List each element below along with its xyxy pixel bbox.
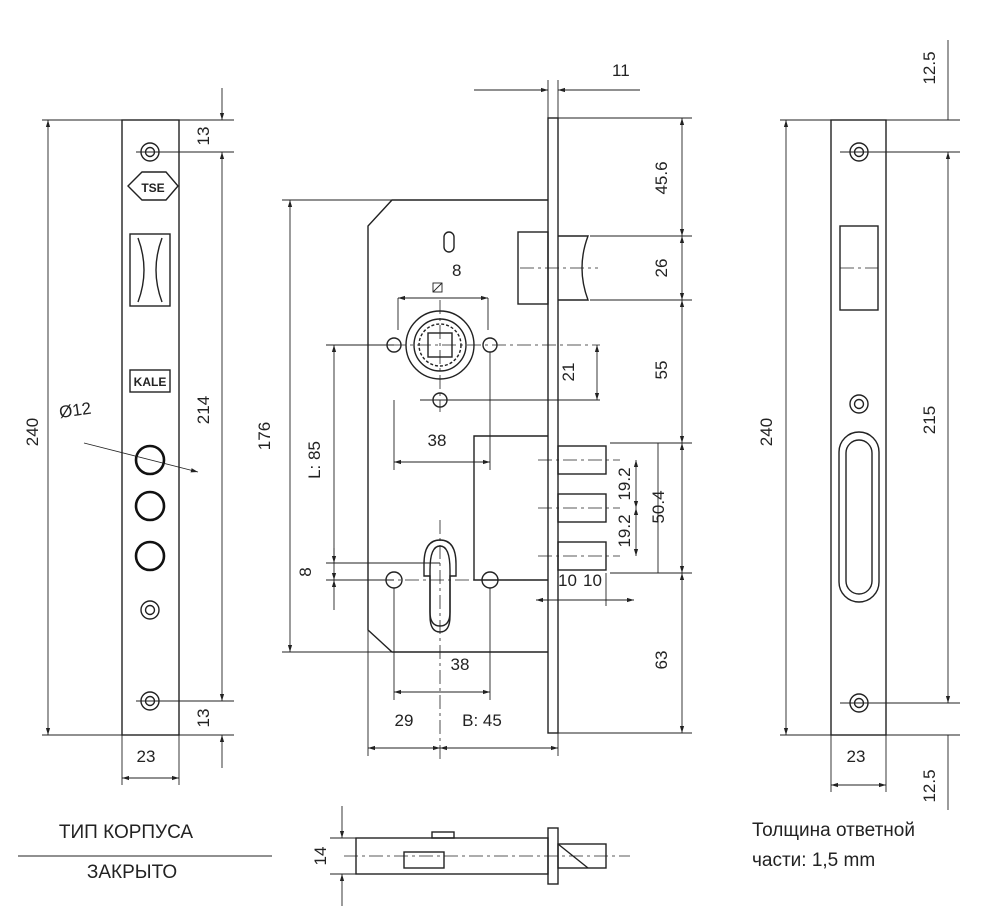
backset-left-label: 29: [395, 711, 414, 730]
strike-note-block: Толщина ответной части: 1,5 mm: [752, 820, 915, 871]
body-type-title: ТИП КОРПУСА: [59, 822, 194, 843]
bolt-span-label: 50.4: [649, 490, 668, 523]
dead-bolt-2: [538, 493, 620, 523]
strike-screw-bottom: [840, 693, 960, 713]
side-view: 14: [311, 806, 630, 906]
handle-center-label: L: 85: [305, 441, 324, 479]
body-type-block: ТИП КОРПУСА ЗАКРЫТО: [18, 822, 272, 883]
bolt-bottom-label: 63: [652, 651, 671, 670]
strike-bottom-label: 12.5: [920, 769, 939, 802]
hole-diameter-label: Ø12: [58, 399, 92, 422]
spindle-hub: [392, 300, 600, 412]
strike-screw-top: [840, 142, 960, 162]
faceplate-latch-window: [129, 233, 171, 307]
bolt-hole-3: [134, 540, 166, 572]
cylinder-offset-label: 8: [296, 567, 315, 576]
slot-hole: [443, 231, 455, 253]
backset-label: B: 45: [462, 711, 502, 730]
strike-holes-label: 215: [920, 406, 939, 434]
kale-logo: KALE: [129, 369, 171, 393]
faceplate-screw-bottom: [136, 691, 234, 711]
front-plate: [547, 117, 559, 734]
rosette-spacing-bottom-label: 38: [451, 655, 470, 674]
lock-body-view: 8 11: [255, 61, 692, 760]
latch-bolt: [517, 231, 598, 305]
strike-top-label: 12.5: [920, 51, 939, 84]
faceplate-screw-mid: [140, 600, 160, 620]
strike-height-label: 240: [757, 418, 776, 446]
faceplate-bottom-label: 13: [194, 709, 213, 728]
strike-width-label: 23: [847, 747, 866, 766]
faceplate-outline: [121, 119, 180, 736]
tse-logo: TSE: [127, 171, 179, 201]
spindle-offset-label: 21: [559, 363, 578, 382]
strike-note-line2: части: 1,5 mm: [752, 850, 875, 871]
faceplate-width-label: 23: [137, 747, 156, 766]
latch-to-bolt-label: 55: [652, 361, 671, 380]
backplate-thickness-label: 11: [612, 61, 630, 80]
faceplate-screw-top: [136, 142, 234, 162]
latch-height-label: 26: [652, 259, 671, 278]
bolt-throw-a-label: 10: [558, 571, 577, 590]
body-height-label: 176: [255, 422, 274, 450]
faceplate-height-label: 240: [23, 418, 42, 446]
strike-note-line1: Толщина ответной: [752, 820, 915, 841]
strike-screw-mid: [849, 394, 869, 414]
lock-body-outline: [367, 199, 548, 653]
bolt-housing: [473, 435, 548, 581]
svg-text:TSE: TSE: [141, 181, 164, 195]
bolt-hole-2: [134, 490, 166, 522]
dead-bolt-3: [538, 541, 620, 571]
spindle-square-label: 8: [452, 261, 461, 280]
faceplate-holes-label: 214: [194, 396, 213, 424]
side-thickness-label: 14: [311, 847, 330, 866]
strike-bolt-slot: [838, 431, 880, 603]
svg-text:KALE: KALE: [134, 375, 167, 389]
dead-bolt-1: [538, 445, 620, 475]
bolt-throw-b-label: 10: [583, 571, 602, 590]
strike-plate-outline: [830, 119, 887, 736]
rosette-spacing-top-label: 38: [428, 431, 447, 450]
faceplate-top-label: 13: [194, 127, 213, 146]
body-type-value: ЗАКРЫТО: [87, 862, 177, 883]
bolt-pitch-b-label: 19.2: [615, 514, 634, 547]
bolt-pitch-a-label: 19.2: [615, 467, 634, 500]
strike-plate-view: 240 215 12.5 12.5 23: [757, 40, 960, 810]
faceplate-view: TSE KALE Ø12 240 214 13 13: [23, 88, 234, 785]
latch-top-label: 45.6: [652, 161, 671, 194]
